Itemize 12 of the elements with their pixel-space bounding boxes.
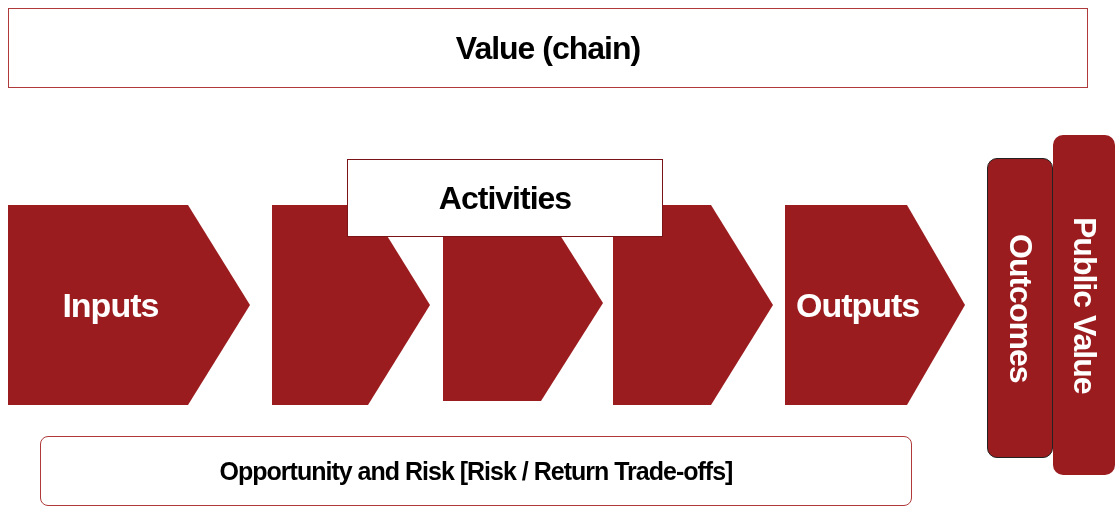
vertical-box [1053,135,1115,475]
box-label: Public Value [1065,216,1103,394]
activities-box [347,159,663,237]
block-label: Inputs [62,285,159,325]
banner-box [40,436,912,506]
vertical-box [987,158,1053,458]
block-label: Outputs [795,285,920,325]
heading-box [8,8,1088,88]
box-title: Activities [438,179,572,217]
box-title: Opportunity and Risk [Risk / Return Trade-offs] [219,456,733,486]
box-label: Outcomes [1001,233,1039,383]
box-title: Value (chain) [455,29,641,67]
